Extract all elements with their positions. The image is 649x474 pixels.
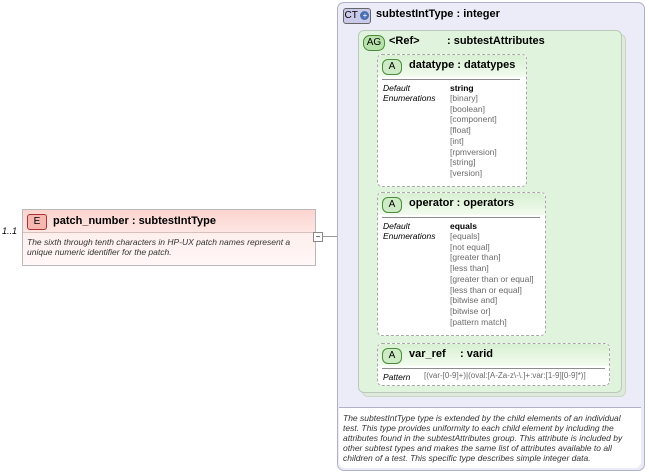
enumeration-list: [binary][boolean][component][float][int]… [450,93,497,179]
attribute-group-badge: AG [363,35,385,51]
enumerations-label: Enumerations [383,93,436,103]
attribute-operator[interactable]: A operator : operators Default Enumerati… [377,192,546,336]
default-value: equals [450,221,477,231]
attribute-title: datatype : datatypes [409,59,516,71]
default-label: Default [383,83,410,93]
complex-type-badge-text: CT [344,10,358,21]
element-doc: The sixth through tenth characters in HP… [27,237,291,257]
attribute-header [378,344,609,366]
attribute-group-title: : subtestAttributes [447,35,545,47]
attribute-title-name: var_ref [409,348,446,360]
attribute-badge: A [382,59,402,75]
collapse-toggle[interactable]: − [313,232,323,242]
attribute-var-ref[interactable]: A var_ref : varid Pattern [(var-[0-9]+)|… [377,343,610,386]
enumeration-item: [greater than] [450,252,501,263]
enumeration-item: [component] [450,114,497,125]
enumeration-item: [pattern match] [450,316,507,327]
element-header: E patch_number : subtestIntType [23,210,315,233]
enumeration-item: [equals] [450,231,480,241]
attribute-header [378,193,545,215]
connector-line [314,236,337,237]
default-value: string [450,83,474,93]
plus-icon: + [360,10,370,20]
pattern-value: [(var-[0-9]+)|(oval:[A-Za-z\-\.]+:var:[1… [424,371,586,380]
element-title: patch_number : subtestIntType [53,215,216,227]
enumeration-item: [int] [450,135,464,146]
complex-type-doc: The subtestIntType type is extended by t… [343,413,623,463]
enumeration-list: [equals][not equal][greater than][less t… [450,231,534,327]
enumerations-label: Enumerations [383,231,436,241]
enumeration-item: [binary] [450,93,478,103]
default-label: Default [383,221,410,231]
attribute-badge: A [382,197,402,213]
pattern-label: Pattern [383,372,411,382]
enumeration-item: [rpmversion] [450,146,497,157]
attribute-datatype[interactable]: A datatype : datatypes Default Enumerati… [377,54,527,187]
enumeration-item: [bitwise and] [450,295,498,306]
complex-type-badge: CT + [343,8,371,24]
enumeration-item: [float] [450,125,471,136]
element-box[interactable]: E patch_number : subtestIntType The sixt… [22,209,323,266]
complex-type-doc-panel: The subtestIntType type is extended by t… [339,407,641,468]
attribute-title-type: : varid [460,348,494,360]
enumeration-item: [string] [450,157,476,168]
attribute-group-ref-label: <Ref> [389,35,420,47]
attribute-badge: A [382,348,402,364]
enumeration-item: [boolean] [450,103,485,114]
complex-type-title: subtestIntType : integer [376,8,500,20]
element-badge: E [27,214,47,230]
enumeration-item: [bitwise or] [450,305,491,316]
attribute-title: operator : operators [409,197,515,209]
enumeration-item: [less than] [450,263,489,274]
enumeration-item: [less than or equal] [450,284,522,295]
attribute-header [378,55,526,77]
multiplicity-label: 1..1 [2,226,18,236]
enumeration-item: [version] [450,167,483,178]
enumeration-item: [not equal] [450,241,490,252]
enumeration-item: [greater than or equal] [450,273,534,284]
